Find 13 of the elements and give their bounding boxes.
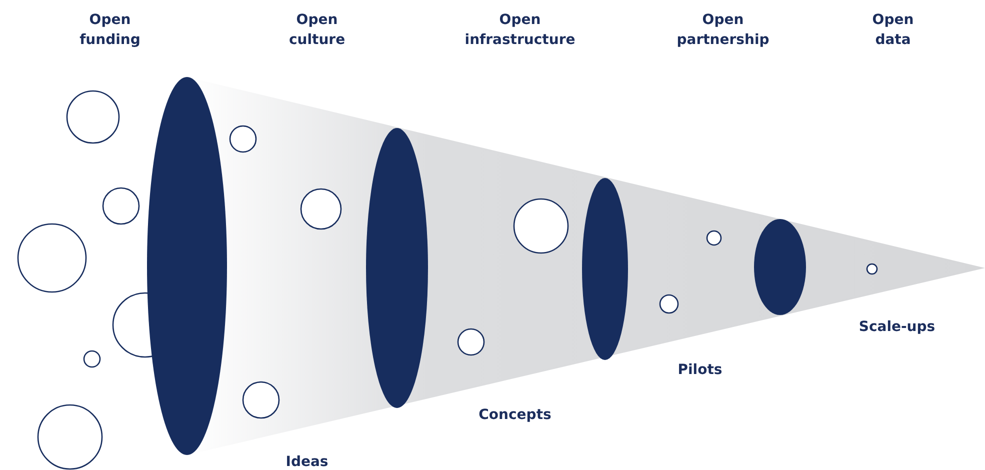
ellipse-shape bbox=[147, 77, 227, 455]
column-heading: Open funding bbox=[80, 11, 140, 50]
column-heading: Open infrastructure bbox=[464, 11, 576, 50]
stage-label: Scale-ups bbox=[858, 318, 936, 337]
column-heading: Open culture bbox=[288, 11, 346, 50]
stage-label: Concepts bbox=[478, 406, 552, 425]
stage-label: Ideas bbox=[286, 453, 328, 470]
column-heading: Open partnership bbox=[676, 11, 770, 50]
stage-label: Pilots bbox=[678, 361, 722, 380]
ellipse-shape bbox=[754, 219, 806, 315]
ellipse-shape bbox=[366, 128, 428, 408]
column-heading: Open data bbox=[872, 11, 914, 50]
ellipse-shape bbox=[582, 178, 628, 360]
